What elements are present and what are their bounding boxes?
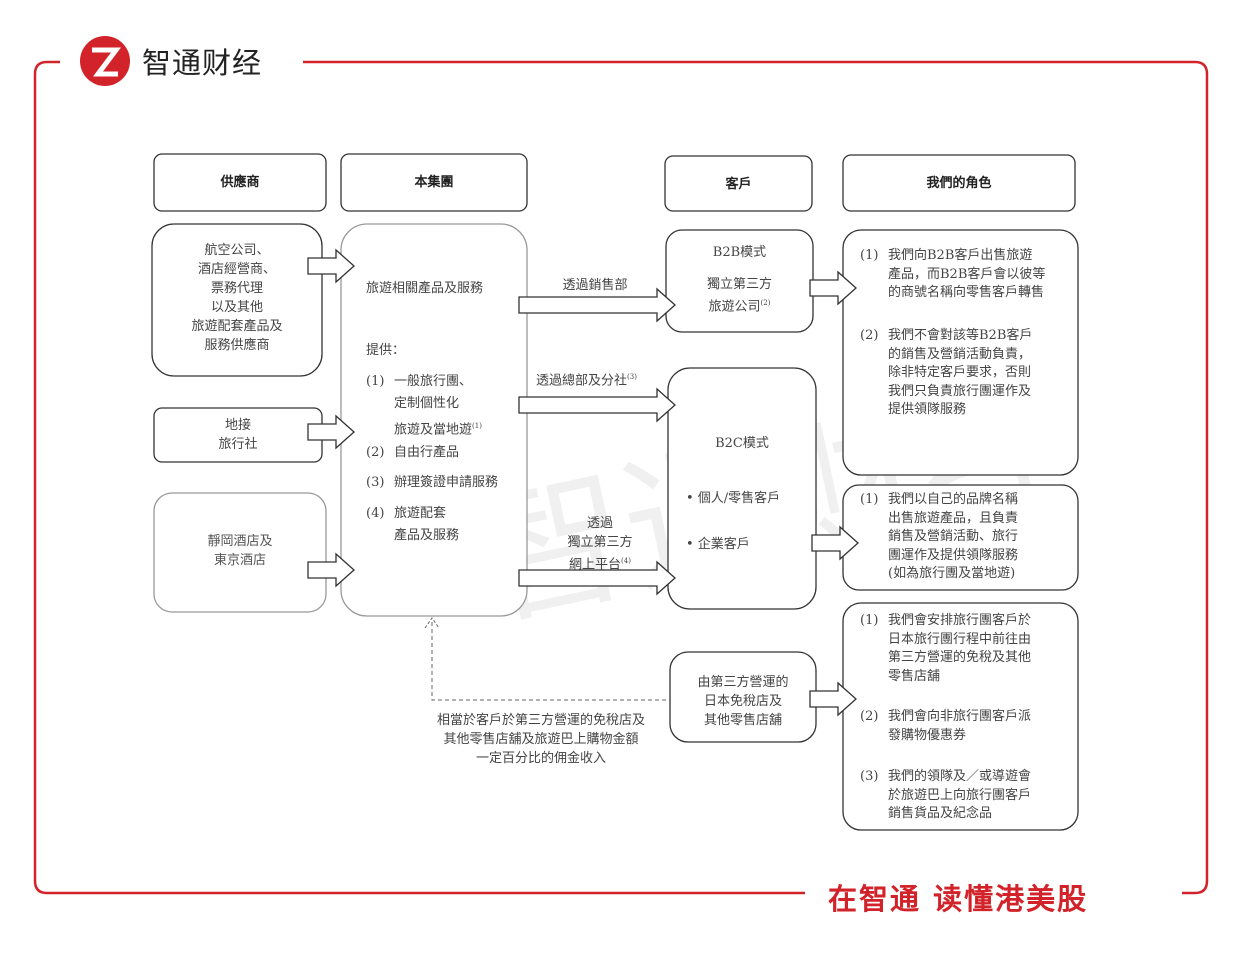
text-line: 由第三方營運的 — [697, 675, 789, 690]
arrow-icon — [811, 525, 859, 561]
text-line: 其他零售店舖及旅遊巴上購物金額 — [443, 732, 639, 747]
text-line: 旅行社 — [218, 437, 258, 452]
b2c-bullet: • 個人/零售客戶 — [686, 491, 781, 506]
channel-hq: 透過總部及分社(3) — [536, 373, 637, 389]
text-line: 出售旅遊產品，且負責 — [888, 510, 1019, 526]
text-line: 銷售貨品及紀念品 — [888, 806, 993, 821]
text-line: 日本旅行團行程中前往由 — [888, 631, 1032, 647]
text-line: 提供領隊服務 — [888, 402, 967, 417]
header-box — [153, 153, 327, 212]
text-line: 相當於客戶於第三方營運的免稅店及 — [436, 713, 645, 728]
red-frame — [33, 60, 1209, 895]
arrow-icon — [518, 560, 676, 596]
text-line: (如為旅行團及當地遊) — [888, 566, 1016, 581]
arrow-icon — [809, 681, 857, 717]
text-line: 我們會向非旅行團客戶派 — [888, 709, 1032, 724]
arrow-icon — [307, 414, 355, 450]
text-line: 於旅遊巴上向旅行團客戶 — [888, 787, 1032, 803]
header-group: 本集團 — [414, 175, 454, 190]
group-item: (4)旅遊配套產品及服務 — [366, 503, 459, 547]
text-line: 產品，而B2B客戶會以彼等 — [888, 266, 1046, 282]
text-line: 定制個性化 — [394, 396, 460, 411]
commission-caption: 相當於客戶於第三方營運的免稅店及其他零售店舖及旅遊巴上購物金額一定百分比的佣金收… — [400, 711, 682, 768]
b2c-title: B2C模式 — [715, 436, 769, 451]
group-item: (3)辦理簽證申請服務 — [366, 472, 498, 494]
text-line: 網上平台(4) — [569, 557, 631, 573]
role-item: (2)我們會向非旅行團客戶派發購物優惠券 — [860, 708, 1031, 745]
arrow-icon — [307, 248, 355, 284]
b2b-desc: 獨立第三方旅遊公司(2) — [666, 275, 813, 316]
b2c-bullet: • 企業客戶 — [686, 537, 750, 552]
text-line: 服務供應商 — [204, 338, 270, 353]
text-line: 日本免稅店及 — [703, 694, 782, 709]
text-line: 我們的領隊及／或導遊會 — [888, 769, 1032, 784]
logo-icon — [80, 36, 130, 86]
text-line: 我們不會對該等B2B客戶 — [888, 328, 1033, 343]
text-line: 我們以自己的品牌名稱 — [888, 492, 1019, 507]
role-item: (3)我們的領隊及／或導遊會於旅遊巴上向旅行團客戶銷售貨品及紀念品 — [860, 768, 1031, 824]
role-item: (1)我們以自己的品牌名稱出售旅遊產品，且負責銷售及營銷活動、旅行團運作及提供領… — [860, 491, 1018, 584]
text-line: 東京酒店 — [213, 553, 266, 568]
channel-sales: 透過銷售部 — [562, 278, 628, 293]
text-line: 零售店舖 — [888, 668, 941, 684]
b2b-title: B2B模式 — [712, 245, 767, 260]
text-line: 一定百分比的佣金收入 — [475, 751, 606, 766]
group-item: (2)自由行產品 — [366, 442, 459, 464]
text-line: 我們只負責旅行團運作及 — [888, 383, 1032, 399]
role-item: (1)我們會安排旅行團客戶於日本旅行團行程中前往由第三方營運的免稅及其他零售店舖 — [860, 612, 1031, 686]
text-line: 我們會安排旅行團客戶於 — [888, 613, 1032, 628]
text-line: 除非特定客戶要求，否則 — [888, 365, 1032, 380]
supplier-airlines-hotels: 航空公司、酒店經營商、票務代理以及其他旅遊配套產品及服務供應商 — [152, 241, 322, 355]
header-customers: 客戶 — [725, 177, 752, 192]
arrow-icon — [518, 287, 676, 323]
text-line: 的商號名稱向零售客戶轉售 — [888, 285, 1045, 300]
text-line: 透過 — [586, 516, 613, 531]
dutyfree-box: 由第三方營運的日本免稅店及其他零售店舖 — [670, 673, 816, 730]
text-line: 航空公司、 — [204, 243, 270, 258]
text-line: 票務代理 — [210, 281, 263, 296]
slogan: 在智通 读懂港美股 — [828, 882, 1089, 916]
text-line: 靜岡酒店及 — [207, 534, 273, 549]
text-line: 旅遊公司(2) — [708, 299, 771, 315]
brand-name: 智通财经 — [142, 46, 263, 80]
arrow-icon — [518, 387, 676, 423]
arrow-icon — [809, 270, 857, 306]
text-line: 第三方營運的免稅及其他 — [888, 650, 1032, 665]
channel-online: 透過獨立第三方網上平台(4) — [555, 514, 645, 574]
text-line: 獨立第三方 — [567, 535, 633, 550]
text-line: 旅遊配套 — [394, 506, 447, 521]
arrow-icon — [307, 552, 355, 588]
text-line: 銷售及營銷活動、旅行 — [888, 529, 1019, 544]
text-line: 其他零售店舖 — [703, 713, 782, 728]
text-line: 我們向B2B客戶出售旅遊 — [888, 248, 1033, 263]
text-line: 旅遊及當地遊(1) — [394, 422, 482, 438]
header-suppliers: 供應商 — [220, 175, 260, 190]
role-item: (1)我們向B2B客戶出售旅遊產品，而B2B客戶會以彼等的商號名稱向零售客戶轉售 — [860, 247, 1045, 303]
text-line: 的銷售及營銷活動負責， — [888, 346, 1032, 362]
group-title: 旅遊相關產品及服務 — [366, 281, 484, 296]
text-line: 辦理簽證申請服務 — [394, 475, 499, 490]
text-line: 旅遊配套產品及 — [191, 319, 283, 334]
text-line: 獨立第三方 — [706, 277, 772, 292]
text-line: 以及其他 — [210, 300, 263, 315]
text-line: 酒店經營商、 — [197, 262, 276, 277]
text-line: 產品及服務 — [394, 528, 460, 543]
supplier-local-agency: 地接旅行社 — [154, 416, 322, 454]
text-line: 發購物優惠券 — [888, 727, 967, 743]
text-line: 自由行產品 — [394, 445, 460, 460]
text-line: 團運作及提供領隊服務 — [888, 547, 1019, 563]
text-line: 地接 — [224, 418, 251, 433]
header-role: 我們的角色 — [926, 176, 992, 191]
group-item: (1)一般旅行團、定制個性化旅遊及當地遊(1) — [366, 371, 482, 441]
supplier-hotels: 靜岡酒店及東京酒店 — [154, 532, 326, 570]
text-line: 一般旅行團、 — [394, 374, 473, 389]
role-item: (2)我們不會對該等B2B客戶的銷售及營銷活動負責，除非特定客戶要求，否則我們只… — [860, 327, 1032, 420]
group-provide: 提供： — [366, 343, 406, 358]
